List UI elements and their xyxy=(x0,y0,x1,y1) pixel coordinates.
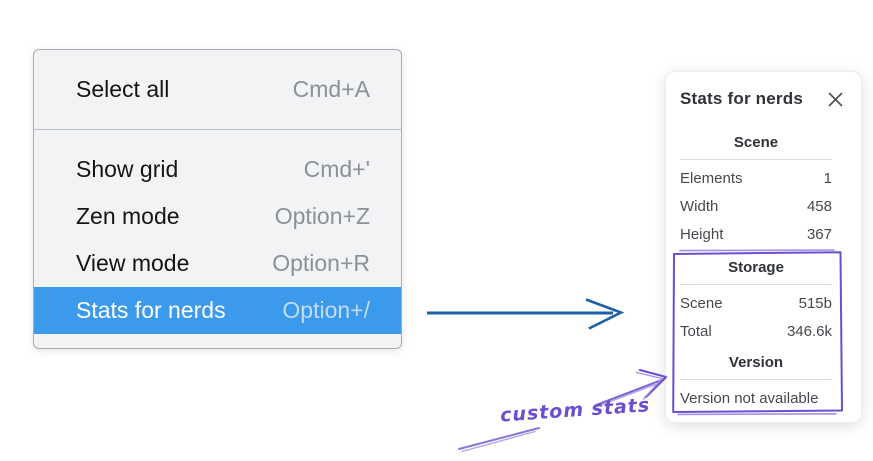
stat-value: 458 xyxy=(806,197,832,215)
menu-item-label: Zen mode xyxy=(76,203,180,229)
stat-row-width: Width 458 xyxy=(680,192,832,220)
menu-item-label: View mode xyxy=(76,250,190,276)
stat-row-total-size: Total 346.6k xyxy=(680,317,832,345)
panel-titlebar: Stats for nerds xyxy=(680,88,842,110)
stat-row-elements: Elements 1 xyxy=(680,164,832,192)
section-divider xyxy=(680,284,832,285)
section-divider xyxy=(680,159,832,160)
menu-item-shortcut: Option+/ xyxy=(282,297,370,323)
stat-label: Total xyxy=(680,322,712,340)
menu-item-shortcut: Option+R xyxy=(272,250,370,276)
menu-item-show-grid[interactable]: Show grid Cmd+' xyxy=(34,146,401,193)
section-header-version: Version xyxy=(728,354,784,371)
stat-value: 346.6k xyxy=(786,322,832,340)
stat-label: Height xyxy=(680,225,724,243)
stat-row-scene-size: Scene 515b xyxy=(680,289,832,317)
menu-item-label: Show grid xyxy=(76,156,179,182)
menu-item-shortcut: Option+Z xyxy=(274,203,370,229)
section-header-scene: Scene xyxy=(733,134,779,151)
stat-label: Elements xyxy=(680,169,743,187)
panel-title: Stats for nerds xyxy=(680,89,803,108)
menu-item-stats-for-nerds[interactable]: Stats for nerds Option+/ xyxy=(34,287,401,334)
stat-value: 367 xyxy=(806,225,832,243)
stat-row-height: Height 367 xyxy=(680,220,832,248)
context-menu: Select all Cmd+A Show grid Cmd+' Zen mod… xyxy=(33,49,402,349)
menu-item-shortcut: Cmd+' xyxy=(303,156,370,182)
stat-label: Width xyxy=(680,197,719,215)
section-divider xyxy=(680,379,832,380)
close-icon[interactable] xyxy=(826,90,844,108)
menu-item-view-mode[interactable]: View mode Option+R xyxy=(34,240,401,287)
menu-item-shortcut: Cmd+A xyxy=(292,76,370,102)
menu-item-label: Stats for nerds xyxy=(76,297,226,323)
version-note: Version not available xyxy=(680,389,819,407)
menu-section-bottom: Show grid Cmd+' Zen mode Option+Z View m… xyxy=(34,130,401,350)
blue-arrow xyxy=(427,298,625,330)
scene-rows: Elements 1 Width 458 Height 367 xyxy=(680,164,832,248)
menu-item-select-all[interactable]: Select all Cmd+A xyxy=(34,66,401,113)
menu-section-top: Select all Cmd+A xyxy=(34,50,401,130)
custom-stats-annotation-label: custom stats xyxy=(499,394,651,427)
storage-rows: Scene 515b Total 346.6k xyxy=(680,289,832,345)
section-header-storage: Storage xyxy=(728,259,784,276)
stat-value: 515b xyxy=(798,294,832,312)
stats-for-nerds-panel: Stats for nerds Scene Elements 1 Width 4… xyxy=(665,71,862,423)
menu-item-zen-mode[interactable]: Zen mode Option+Z xyxy=(34,193,401,240)
menu-item-label: Select all xyxy=(76,76,170,102)
stat-value: 1 xyxy=(823,169,832,187)
stat-label: Scene xyxy=(680,294,723,312)
